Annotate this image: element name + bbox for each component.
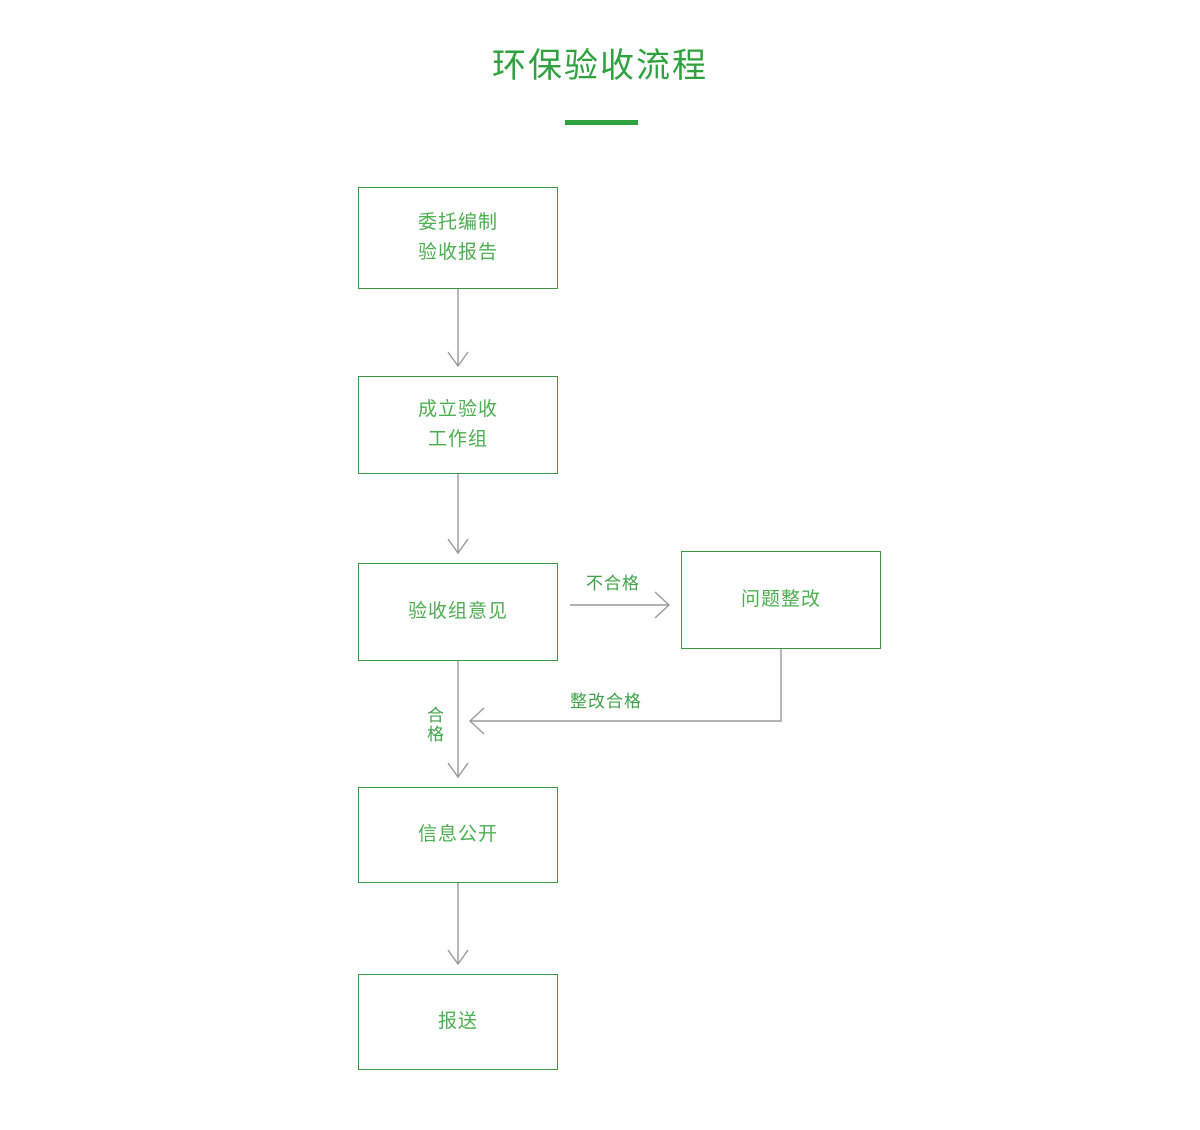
arrowhead-down-1 xyxy=(447,351,469,368)
arrowhead-left-1 xyxy=(468,707,485,735)
arrowhead-right-1 xyxy=(654,591,671,619)
arrowhead-down-3 xyxy=(447,762,469,779)
flow-node-submit[interactable]: 报送 xyxy=(358,974,558,1070)
flow-node-problem-rectification[interactable]: 问题整改 xyxy=(681,551,881,649)
flow-node-establish-working-group[interactable]: 成立验收 工作组 xyxy=(358,376,558,474)
page-title: 环保验收流程 xyxy=(492,47,708,85)
arrowhead-down-4 xyxy=(447,949,469,966)
edge-label-fail: 不合格 xyxy=(586,574,640,593)
flow-node-acceptance-opinion[interactable]: 验收组意见 xyxy=(358,563,558,661)
title-underline-rule xyxy=(565,120,638,125)
arrowhead-down-2 xyxy=(447,538,469,555)
flow-node-information-disclosure[interactable]: 信息公开 xyxy=(358,787,558,883)
edge-label-pass: 合格 xyxy=(427,706,445,744)
edge-label-rectified: 整改合格 xyxy=(570,692,642,711)
flow-node-commission-report[interactable]: 委托编制 验收报告 xyxy=(358,187,558,289)
